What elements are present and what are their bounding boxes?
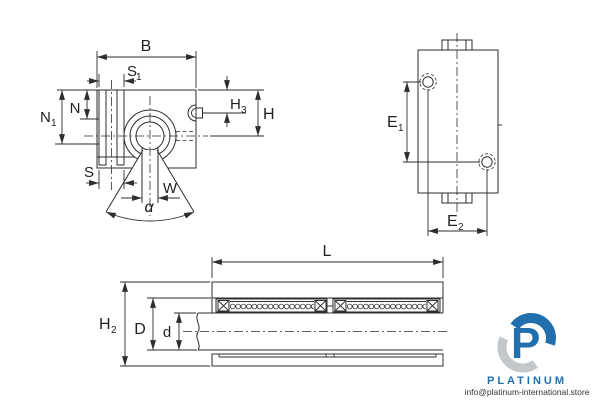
hidden-screw-lines [175,131,196,141]
dim-label-h3-sub: 3 [241,105,247,116]
brand-email: info@platinum-international.store [465,387,590,397]
bottom-flange-details [218,354,437,358]
seal-left-2 [314,300,327,312]
dim-alpha-arc [105,211,195,222]
ball-row-left [230,301,314,312]
grease-nipple-cap [187,104,197,122]
flange-section-hatch-right [116,89,125,158]
dim-label-b: B [141,38,152,55]
screw-thread-1 [419,73,437,91]
dim-label-e2-sub: 2 [458,222,464,233]
top-view: E 1 E 2 [387,33,502,236]
housing-shell-hatch [211,281,444,299]
flange-foot-hatch-left [98,156,107,166]
ext-e1 [403,81,480,163]
ext-e2 [427,89,488,236]
grease-nipple-stem [195,107,203,119]
seal-right-1-x [334,300,347,312]
screw-head-2 [481,156,493,168]
housing-top-outline [417,49,499,194]
bottom-flange [211,353,444,367]
center-spacer [326,297,334,307]
dim-label-s: S [84,164,94,181]
ball-row-right [347,301,426,312]
dim-label-n: N [70,100,81,117]
seal-left-2-x [314,300,327,312]
shaft-lines [198,312,443,351]
slot-lines [141,147,159,203]
seal-left-1-x [217,300,230,312]
seal-left-1 [217,300,230,312]
dim-label-h: H [263,106,275,123]
seal-right-2 [426,300,439,312]
shaft-break-squiggle [196,312,200,351]
seal-right-1 [334,300,347,312]
dim-label-h2: H [99,316,111,333]
logo-blue-swirl [506,313,556,363]
dim-label-alpha: α [144,199,154,216]
housing-walls [211,298,444,313]
dim-label-n1-sub: 1 [51,118,57,129]
dim-label-s1: S [127,63,137,80]
brand-name: PLATINUM [487,375,567,387]
dim-label-h3: H [230,96,241,113]
logo-monogram: P [511,319,540,368]
top-tab-notches [447,40,467,50]
screw-head-1 [422,76,434,88]
front-view: B S 1 N N 1 S W α H 3 [40,38,275,222]
dim-label-n1: N [40,109,51,126]
platinum-logo: P PLATINUM info@platinum-international.s… [465,313,590,397]
ext-d-upper [147,297,211,351]
logo-gray-swirl [497,321,549,373]
section-view: L H 2 D d [99,243,450,367]
dim-label-e2: E [447,213,458,230]
dim-label-w: W [163,180,178,197]
dim-label-d-inner: d [163,324,171,341]
dim-label-e1: E [387,114,398,131]
seal-right-2-x [426,300,439,312]
ext-h2 [120,281,210,367]
screw-thread-2 [478,153,496,171]
flange-foot-hatch-right [116,156,125,166]
dim-label-h2-sub: 2 [111,325,117,336]
ext-l [211,257,444,278]
grease-nipple-inner [191,108,197,118]
dim-label-e1-sub: 1 [398,123,404,134]
flange-section-hatch-left [98,89,107,158]
dim-label-l: L [323,243,332,260]
dim-label-s1-sub: 1 [136,72,142,83]
bottom-tab-notches [447,193,467,203]
dim-label-d-outer: D [134,321,146,338]
